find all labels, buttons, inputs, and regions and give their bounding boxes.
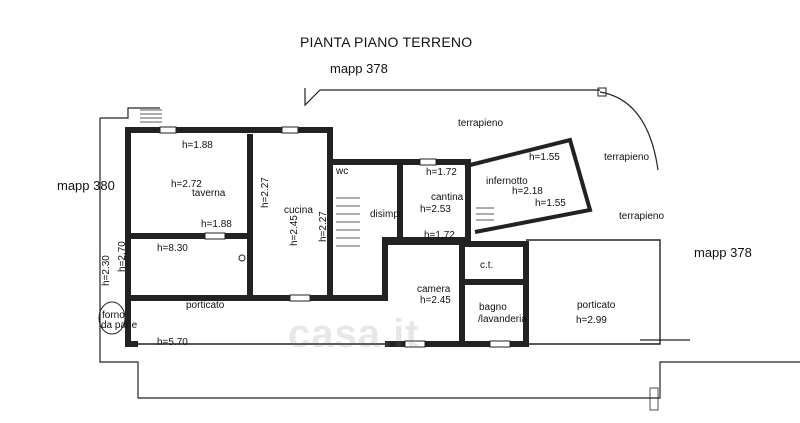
terrapieno-label: terrapieno: [458, 118, 504, 129]
window-mark: [204, 232, 226, 240]
outer-boundary: [99, 118, 800, 399]
wall-bagno: [462, 279, 529, 347]
window-mark: [289, 294, 311, 302]
ct-name: c.t.: [480, 260, 494, 271]
forno-line1: forno: [102, 310, 125, 321]
infernotto-h-bottom: h=1.55: [535, 198, 566, 209]
taverna-name: taverna: [192, 188, 226, 199]
portico-right-outline: [526, 239, 661, 345]
window-mark: [159, 126, 177, 134]
wc-name: wc: [336, 166, 349, 177]
camera-height: h=2.45: [420, 295, 451, 306]
taverna-height: h=2.72: [171, 179, 202, 190]
watermark-logo: casa.it: [288, 312, 420, 356]
terrapieno-label: terrapieno: [619, 211, 665, 222]
site-line: [304, 88, 600, 107]
forno-line2: da pane: [101, 320, 138, 331]
portico-left-h-top: h=8.30: [157, 243, 188, 254]
stairs-infernotto: [476, 207, 494, 221]
stairs-disimp: [336, 197, 360, 247]
portico-left-h-bottom: h=5.70: [157, 337, 188, 348]
neighbor-top: mapp 378: [330, 61, 388, 76]
portico-left-h-b: h=2.70: [117, 241, 128, 272]
cucina-height: h=2.45: [289, 215, 300, 246]
infernotto-name: infernotto: [486, 176, 528, 187]
cucina-name: cucina: [284, 205, 313, 216]
portico-left-h-a: h=2.30: [101, 255, 112, 286]
taverna-beam-top: h=1.88: [182, 140, 213, 151]
window-mark: [419, 158, 437, 166]
cantina-h-top: h=1.72: [426, 167, 457, 178]
column-marker: [238, 254, 246, 262]
wall-portico-left: [125, 236, 138, 347]
cantina-name: cantina: [431, 192, 464, 203]
cucina-h-right: h=2.27: [318, 211, 329, 242]
neighbor-right: mapp 378: [694, 245, 752, 260]
infernotto-h-top: h=1.55: [529, 152, 560, 163]
taverna-beam-bottom: h=1.88: [201, 219, 232, 230]
portico-left-name: porticato: [186, 300, 225, 311]
cantina-h-bottom: h=1.72: [424, 230, 455, 241]
stairs-left: [140, 109, 162, 123]
camera-name: camera: [417, 284, 451, 295]
infernotto-height: h=2.18: [512, 186, 543, 197]
bagno-line2: /lavanderia: [478, 314, 527, 325]
forno-oven: [98, 301, 126, 335]
wall-ct: [462, 241, 529, 285]
portico-right-name: porticato: [577, 300, 616, 311]
terrace-arc: [599, 91, 659, 171]
wall-infernotto: [469, 137, 593, 234]
stairs-right: [649, 387, 659, 411]
page-title: PIANTA PIANO TERRENO: [300, 34, 473, 50]
terrapieno-label: terrapieno: [604, 152, 650, 163]
cucina-h-left: h=2.27: [260, 177, 271, 208]
neighbor-left: mapp 380: [57, 178, 115, 193]
cantina-height: h=2.53: [420, 204, 451, 215]
pilaster-top: [597, 87, 607, 97]
window-mark: [404, 340, 426, 348]
window-mark: [489, 340, 511, 348]
window-mark: [281, 126, 299, 134]
bagno-line1: bagno: [479, 302, 507, 313]
portico-right-height: h=2.99: [576, 315, 607, 326]
disimp-name: disimp: [370, 209, 399, 220]
ground-line: [100, 107, 160, 119]
